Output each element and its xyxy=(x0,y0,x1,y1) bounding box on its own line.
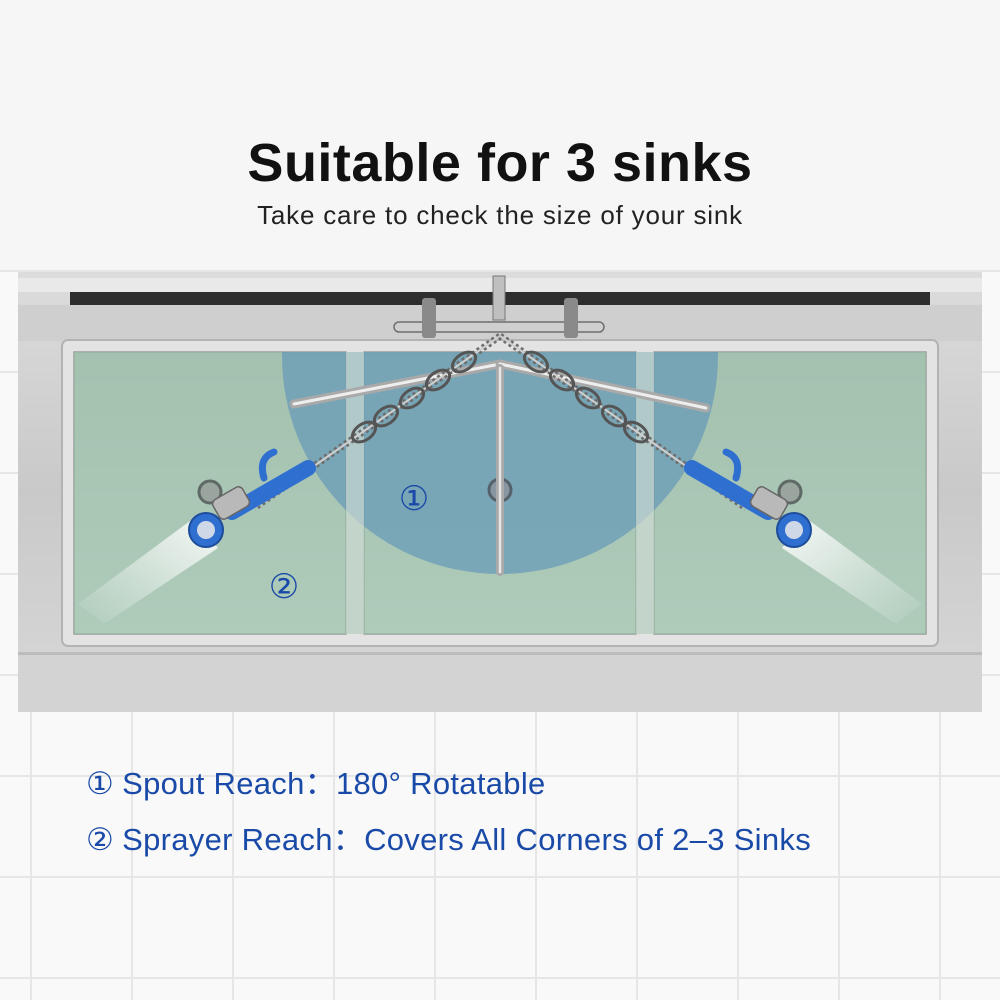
header-background xyxy=(0,0,1000,270)
divider-right xyxy=(636,352,654,634)
valve-left xyxy=(422,298,436,338)
spray-mist-right xyxy=(782,518,922,624)
divider-left xyxy=(346,352,364,634)
faucet-bracket xyxy=(393,321,605,333)
drain-left xyxy=(197,479,223,505)
feature-2-label: Sprayer Reach： xyxy=(122,822,365,857)
front-lip xyxy=(18,652,982,712)
feature-2-marker: ② xyxy=(86,822,115,857)
feature-2-value: Covers All Corners of 2–3 Sinks xyxy=(364,822,811,857)
three-sink-illustration: ① ② xyxy=(18,272,982,712)
faucet-riser xyxy=(492,275,506,321)
sprayer-head-right xyxy=(684,448,812,548)
page-title: Suitable for 3 sinks xyxy=(247,133,753,193)
sprayer-head-left xyxy=(188,448,316,548)
spray-mist-left xyxy=(78,518,218,624)
valve-right xyxy=(564,298,578,338)
zone-1-label: ① xyxy=(399,479,429,519)
feature-1-value: 180° Rotatable xyxy=(335,766,546,801)
feature-1-label: Spout Reach： xyxy=(122,766,336,801)
zone-2-label: ② xyxy=(269,567,299,607)
feature-1-marker: ① xyxy=(86,766,115,801)
page-subtitle: Take care to check the size of your sink xyxy=(257,200,743,230)
drain-right xyxy=(777,479,803,505)
